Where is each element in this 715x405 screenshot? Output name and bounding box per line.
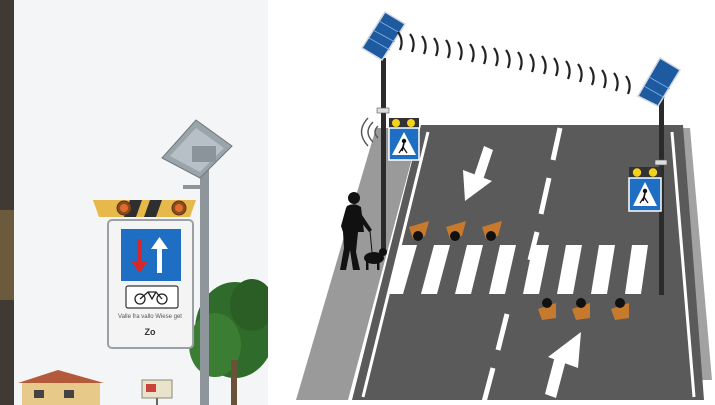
wireless-signal-icon xyxy=(398,32,630,94)
crossing-signal-left xyxy=(389,118,419,160)
road-sign: Valle fra vallo Wiese get Zo xyxy=(108,220,193,348)
sign-blue-panel xyxy=(121,229,181,281)
crossing-signal-right xyxy=(629,167,661,211)
crossing-illustration xyxy=(268,0,715,405)
sign-number: Zo xyxy=(145,327,156,337)
left-edge-strip xyxy=(0,0,14,405)
solar-panel-icon xyxy=(638,58,680,106)
sign-caption: Valle fra vallo Wiese get xyxy=(118,314,182,320)
sign-pole xyxy=(200,152,209,405)
left-pole xyxy=(381,58,386,250)
photo-panel: Valle fra vallo Wiese get Zo xyxy=(0,0,268,405)
illustration-scene xyxy=(268,0,715,405)
flashing-lamp-bar xyxy=(93,200,196,217)
photo-scene: Valle fra vallo Wiese get Zo xyxy=(0,0,268,405)
solar-panel-icon xyxy=(362,12,405,60)
